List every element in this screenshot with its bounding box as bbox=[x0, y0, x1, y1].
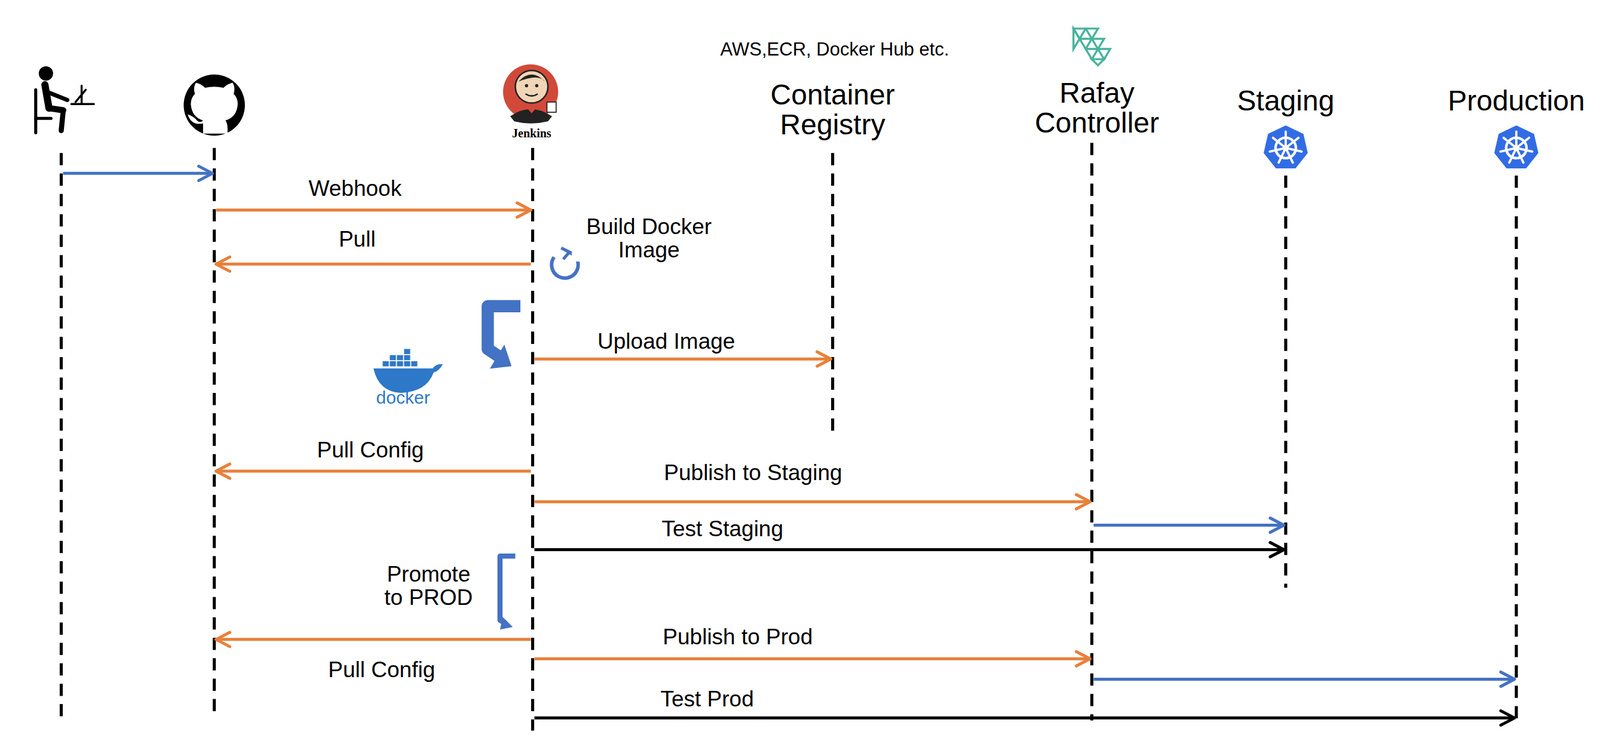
rafay-actor: Rafay Controller bbox=[1034, 78, 1160, 139]
participant-name: Jenkins bbox=[512, 127, 552, 140]
user-icon bbox=[35, 66, 94, 133]
kubernetes-logo bbox=[1263, 124, 1310, 170]
message-label: Pull Config bbox=[314, 439, 427, 463]
docker-wordmark: docker bbox=[374, 388, 433, 408]
message-arrow bbox=[216, 470, 532, 474]
message-arrow bbox=[62, 172, 213, 176]
message-arrow bbox=[534, 716, 1515, 720]
participant-name: Staging bbox=[1237, 86, 1335, 116]
github-logo bbox=[183, 74, 245, 137]
lifeline bbox=[212, 148, 216, 715]
message-label: Publish to Prod bbox=[660, 626, 815, 650]
production-cluster: Production bbox=[1447, 86, 1585, 116]
docker-logo bbox=[373, 348, 443, 393]
message-arrow bbox=[1093, 523, 1284, 527]
jenkins-actor: Jenkins bbox=[512, 127, 552, 140]
registry-note: AWS,ECR, Docker Hub etc. bbox=[718, 40, 952, 60]
message-arrow bbox=[1093, 678, 1514, 682]
lifeline bbox=[59, 152, 63, 720]
lifeline bbox=[1090, 142, 1094, 721]
message-arrow bbox=[216, 638, 532, 642]
message-arrow bbox=[216, 208, 532, 212]
message-arrow bbox=[534, 500, 1091, 504]
participant-name: Rafay Controller bbox=[1034, 78, 1160, 139]
staging-cluster: Staging bbox=[1237, 86, 1335, 116]
registry-actor: Container Registry bbox=[770, 80, 895, 141]
participant-name: Production bbox=[1447, 86, 1585, 116]
message-label: Publish to Staging bbox=[661, 461, 845, 486]
lifeline bbox=[1514, 175, 1518, 722]
push-bracket-arrow bbox=[487, 306, 521, 369]
lifeline bbox=[831, 152, 835, 439]
participant-name: Container Registry bbox=[770, 80, 895, 141]
rafay-logo bbox=[1073, 28, 1111, 66]
lifeline bbox=[1283, 175, 1287, 588]
github-actor bbox=[181, 72, 247, 138]
jenkins-logo bbox=[503, 64, 559, 124]
step-note: Promote to PROD bbox=[374, 563, 484, 611]
message-arrow bbox=[534, 357, 832, 361]
message-label: Test Staging bbox=[658, 517, 786, 542]
message-label: Pull bbox=[336, 228, 379, 252]
promote-bracket-arrow bbox=[500, 556, 516, 629]
message-label: Test Prod bbox=[657, 688, 756, 712]
message-arrow bbox=[534, 657, 1091, 661]
message-arrow bbox=[216, 262, 532, 266]
message-arrow bbox=[534, 548, 1284, 552]
step-note: Build Docker Image bbox=[571, 215, 726, 263]
user-actor bbox=[18, 60, 101, 143]
message-label: Upload Image bbox=[595, 330, 738, 354]
message-label: Webhook bbox=[306, 177, 405, 201]
lifeline bbox=[531, 148, 535, 732]
kubernetes-logo bbox=[1493, 124, 1540, 170]
message-label: Pull Config bbox=[325, 658, 438, 683]
